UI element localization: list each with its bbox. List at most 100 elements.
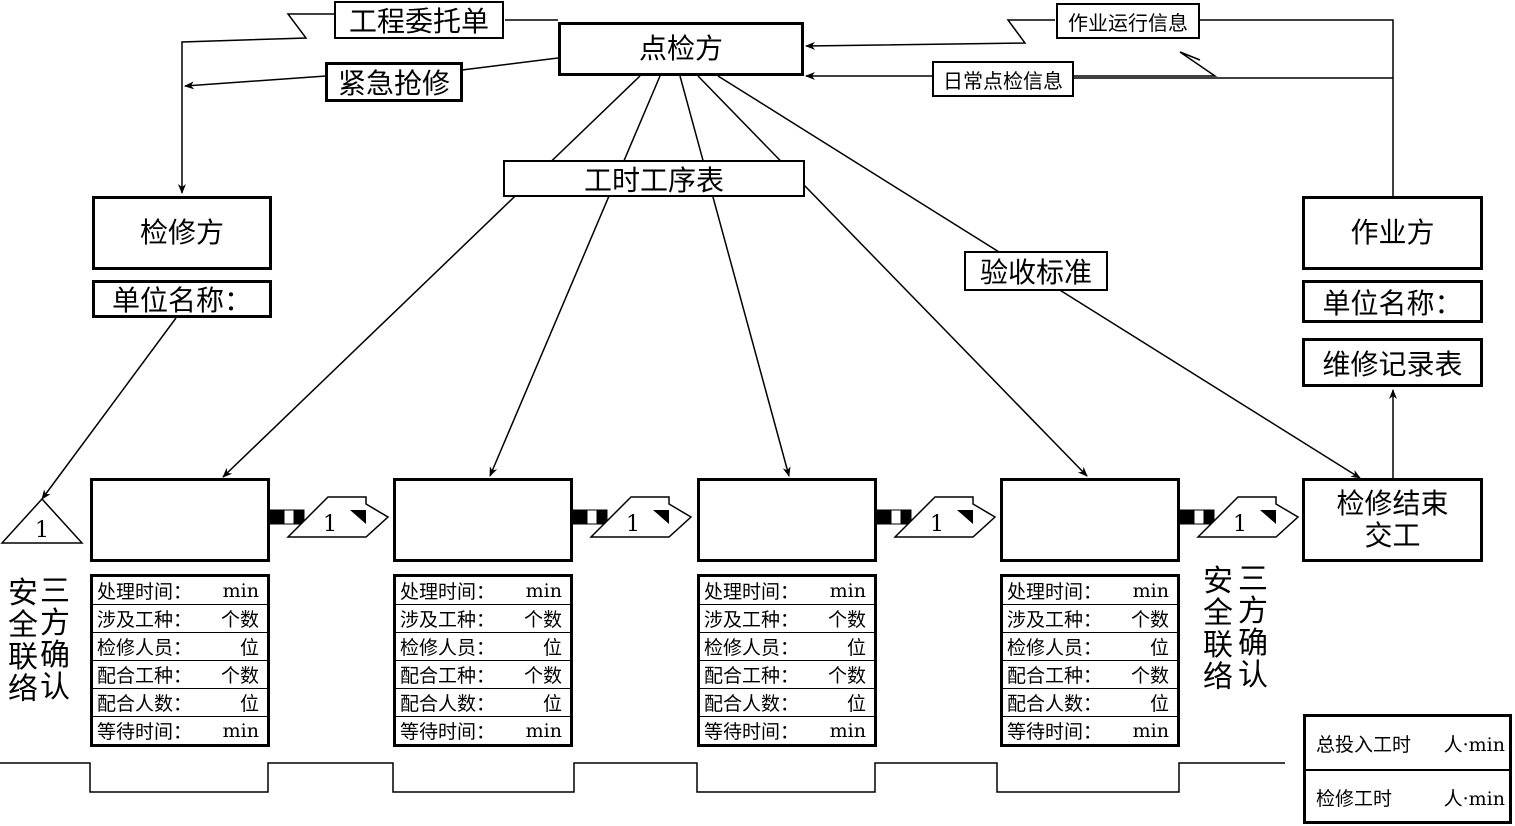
transition-bar-segment — [596, 509, 608, 525]
info-row: 涉及工种：个数 — [1003, 605, 1177, 633]
info-unit: 位 — [239, 637, 259, 659]
transition-arrow-shade — [350, 510, 366, 524]
step-info-table-3: 处理时间： min 涉及工种： 个数 检修人员：位 配合工种： 个数 配合人数： 位 等… — [697, 574, 877, 747]
info-unit: min — [1132, 719, 1169, 742]
right-unit-name: 单位名称： — [1302, 280, 1483, 323]
maintenance-record-box: 维修记录表 — [1302, 338, 1483, 387]
info-label: 涉及工种： — [704, 609, 800, 631]
info-unit: 位 — [1149, 637, 1169, 659]
step-info-table-4: 处理时间：min 涉及工种：个数 检修人员：位 配合工种：个数 配合人数：位 等… — [1000, 574, 1180, 747]
step-box-4 — [1000, 478, 1180, 562]
work-sequence-table: 工时工序表 — [503, 160, 805, 197]
operation-info-label: 作业运行信息 — [1056, 3, 1200, 39]
info-unit: min — [829, 579, 866, 602]
info-row: 处理时间：min — [1003, 577, 1177, 605]
info-row: 配合工种：个数 — [93, 661, 267, 689]
transition-bar-segment — [876, 509, 892, 525]
info-label: 涉及工种： — [97, 609, 193, 631]
info-label: 配合人数： — [97, 693, 193, 715]
info-label: 配合工种： — [400, 665, 496, 687]
info-row: 处理时间： min — [700, 577, 874, 605]
info-unit: 个数 — [827, 609, 866, 631]
info-row: 等待时间： min — [396, 717, 570, 744]
summary-row-total: 总投入工时 人·min — [1306, 717, 1509, 771]
repair-party-box: 检修方 — [92, 196, 272, 270]
ray-step1 — [222, 75, 641, 478]
info-label: 等待时间： — [704, 721, 800, 743]
transition-arrow-shape — [1196, 496, 1300, 538]
transition-arrow-shade — [653, 510, 669, 524]
transition-arrow-number: 1 — [930, 512, 944, 537]
ray-step2 — [489, 75, 661, 477]
triangle-number: 1 — [35, 518, 49, 543]
repair-hours-label: 检修工时 — [1316, 787, 1393, 810]
transition-bar-segment — [1179, 509, 1195, 525]
summary-row-repair: 检修工时 人·min — [1306, 771, 1509, 823]
info-label: 处理时间： — [400, 581, 496, 603]
info-unit: min — [222, 719, 259, 742]
acceptance-standard-label: 验收标准 — [964, 251, 1108, 291]
info-row: 处理时间： min — [396, 577, 570, 605]
info-label: 配合工种： — [1007, 665, 1103, 687]
transition-bar-segment — [586, 509, 598, 525]
info-unit: 个数 — [827, 665, 866, 687]
info-row: 等待时间： min — [700, 717, 874, 744]
info-unit: 个数 — [1130, 609, 1169, 631]
info-label: 处理时间： — [704, 581, 800, 603]
transition-arrow-number: 1 — [626, 512, 640, 537]
info-unit: min — [525, 579, 562, 602]
info-label: 配合人数： — [400, 693, 496, 715]
info-row: 涉及工种： 个数 — [396, 605, 570, 633]
triangle-marker — [0, 497, 84, 544]
info-row: 配合人数：位 — [1003, 689, 1177, 717]
info-label: 涉及工种： — [400, 609, 496, 631]
info-row: 配合工种： 个数 — [396, 661, 570, 689]
info-label: 检修人员： — [400, 637, 496, 659]
transition-bar-segment — [293, 509, 305, 525]
info-unit: 位 — [239, 693, 259, 715]
transition-arrow-shade — [1260, 510, 1276, 524]
ray-step4 — [697, 75, 1088, 477]
operation-info-arrow — [805, 19, 1055, 50]
operation-party-box: 作业方 — [1302, 196, 1483, 270]
info-unit: min — [829, 719, 866, 742]
info-row: 配合人数： 位 — [93, 689, 267, 717]
ray-step3 — [679, 75, 791, 477]
info-unit: min — [222, 579, 259, 602]
left-safety-contact: 安全联络 — [8, 576, 38, 707]
info-row: 配合人数： 位 — [700, 689, 874, 717]
info-label: 配合工种： — [97, 665, 193, 687]
left-unit-name: 单位名称： — [92, 280, 272, 318]
info-label: 配合人数： — [704, 693, 800, 715]
info-row: 配合工种： 个数 — [700, 661, 874, 689]
step-transition-arrow-2: 1 — [572, 496, 693, 538]
info-label: 等待时间： — [400, 721, 496, 743]
emergency-repair-label: 紧急抢修 — [325, 62, 463, 102]
transition-bar-segment — [900, 509, 912, 525]
left-three-party-confirm: 三方确认 — [40, 574, 70, 705]
inspector-box: 点检方 — [558, 22, 804, 76]
info-unit: 个数 — [523, 665, 562, 687]
transition-arrow-shape — [286, 496, 390, 538]
repair-end-box: 检修结束交工 — [1302, 478, 1483, 562]
info-row: 检修人员：位 — [700, 633, 874, 661]
info-row: 涉及工种： 个数 — [700, 605, 874, 633]
transition-arrow-number: 1 — [1233, 512, 1247, 537]
info-row: 涉及工种：个数 — [93, 605, 267, 633]
info-label: 等待时间： — [97, 721, 193, 743]
emergency-line-a — [461, 57, 559, 71]
info-unit: min — [525, 719, 562, 742]
engineering-order-label: 工程委托单 — [334, 1, 504, 39]
step-transition-arrow-1: 1 — [269, 496, 390, 538]
info-unit: 位 — [846, 693, 866, 715]
info-unit: 位 — [846, 637, 866, 659]
info-unit: 个数 — [523, 609, 562, 631]
info-label: 配合工种： — [704, 665, 800, 687]
right-safety-contact: 安全联络 — [1203, 564, 1233, 695]
info-row: 等待时间：min — [1003, 717, 1177, 744]
transition-bar-segment — [1193, 509, 1205, 525]
info-unit: min — [1132, 579, 1169, 602]
transition-arrow-shade — [957, 510, 973, 524]
emergency-arrow — [184, 75, 327, 90]
total-hours-label: 总投入工时 — [1316, 733, 1412, 756]
